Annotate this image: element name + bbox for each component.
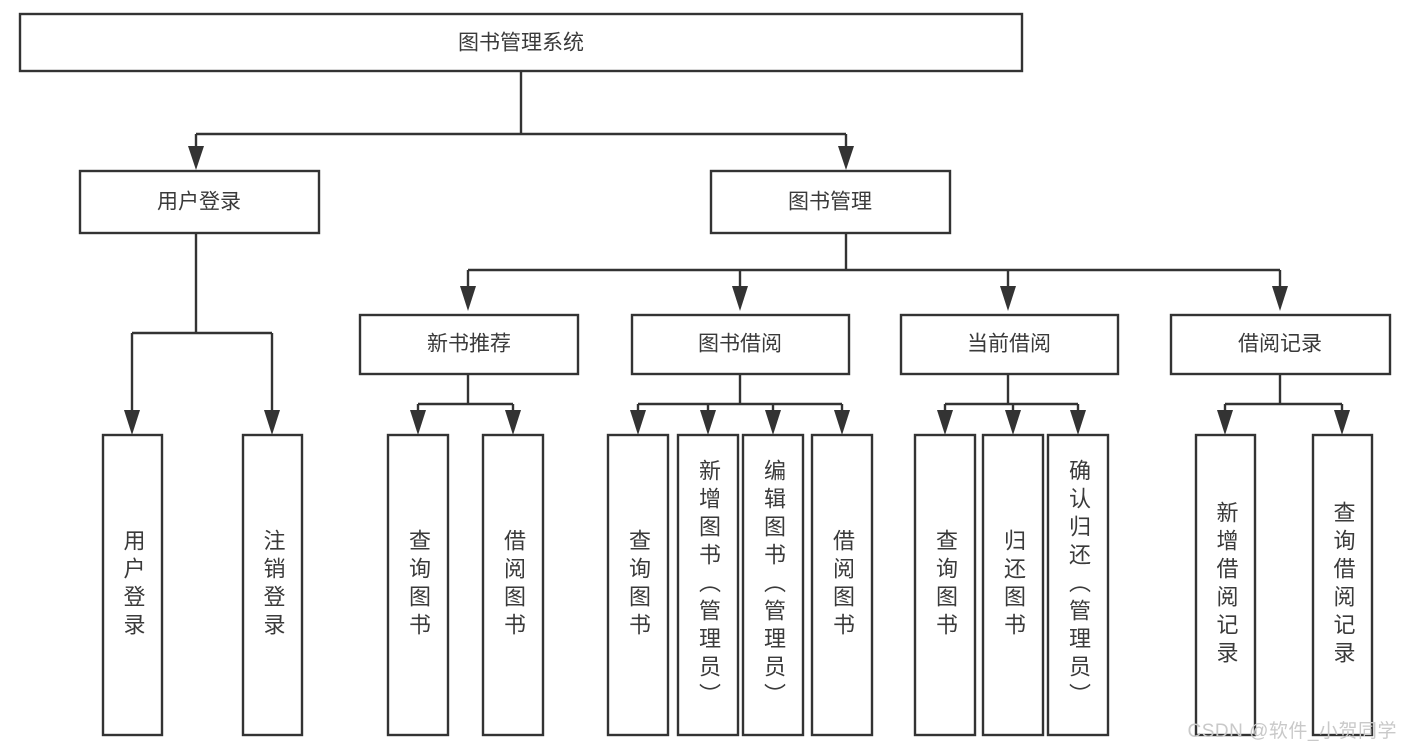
leaf-box-edit-book[interactable] [741,433,805,737]
csdn-watermark: CSDN @软件_小贺同学 [1187,721,1397,742]
node-book-management[interactable]: 图书管理 [709,169,952,235]
leaf-box-add-book[interactable] [676,433,740,737]
node-user-login[interactable]: 用户登录 [78,169,321,235]
leaf-box-add-record[interactable] [1194,433,1257,737]
node-user-login-label: 用户登录 [157,191,241,214]
leaf-box-borrow-book-2[interactable] [810,433,874,737]
leaf-box-query-book-1[interactable] [386,433,450,737]
connector-borrowrecord-to-leaves [1217,374,1350,435]
leaf-box-query-book-3[interactable] [913,433,977,737]
leaf-box-user-login[interactable] [101,433,164,737]
node-new-book-recommend-label: 新书推荐 [427,333,511,356]
node-new-book-recommend[interactable]: 新书推荐 [358,313,580,376]
node-borrow-record[interactable]: 借阅记录 [1169,313,1392,376]
connector-userlogin-to-leaves [124,233,280,435]
leaf-box-return-book[interactable] [981,433,1045,737]
node-current-borrow-label: 当前借阅 [967,333,1051,356]
connector-bookmgmt-to-level3 [460,233,1288,311]
node-current-borrow[interactable]: 当前借阅 [899,313,1120,376]
leaf-box-borrow-book-1[interactable] [481,433,545,737]
node-borrow-record-label: 借阅记录 [1238,333,1322,356]
connector-bookborrow-to-leaves [630,374,850,435]
leaf-box-query-book-2[interactable] [606,433,670,737]
connector-newbook-to-leaves [410,374,521,435]
connector-root-to-level2 [188,71,854,170]
node-book-borrow-label: 图书借阅 [698,333,782,356]
node-book-management-label: 图书管理 [788,191,872,214]
node-root-label: 图书管理系统 [458,32,584,55]
leaf-box-user-logout[interactable] [241,433,304,737]
node-root[interactable]: 图书管理系统 [18,12,1024,73]
leaf-box-query-record[interactable] [1311,433,1374,737]
leaf-box-confirm-return[interactable] [1046,433,1110,737]
node-book-borrow[interactable]: 图书借阅 [630,313,851,376]
connector-currentborrow-to-leaves [937,374,1086,435]
